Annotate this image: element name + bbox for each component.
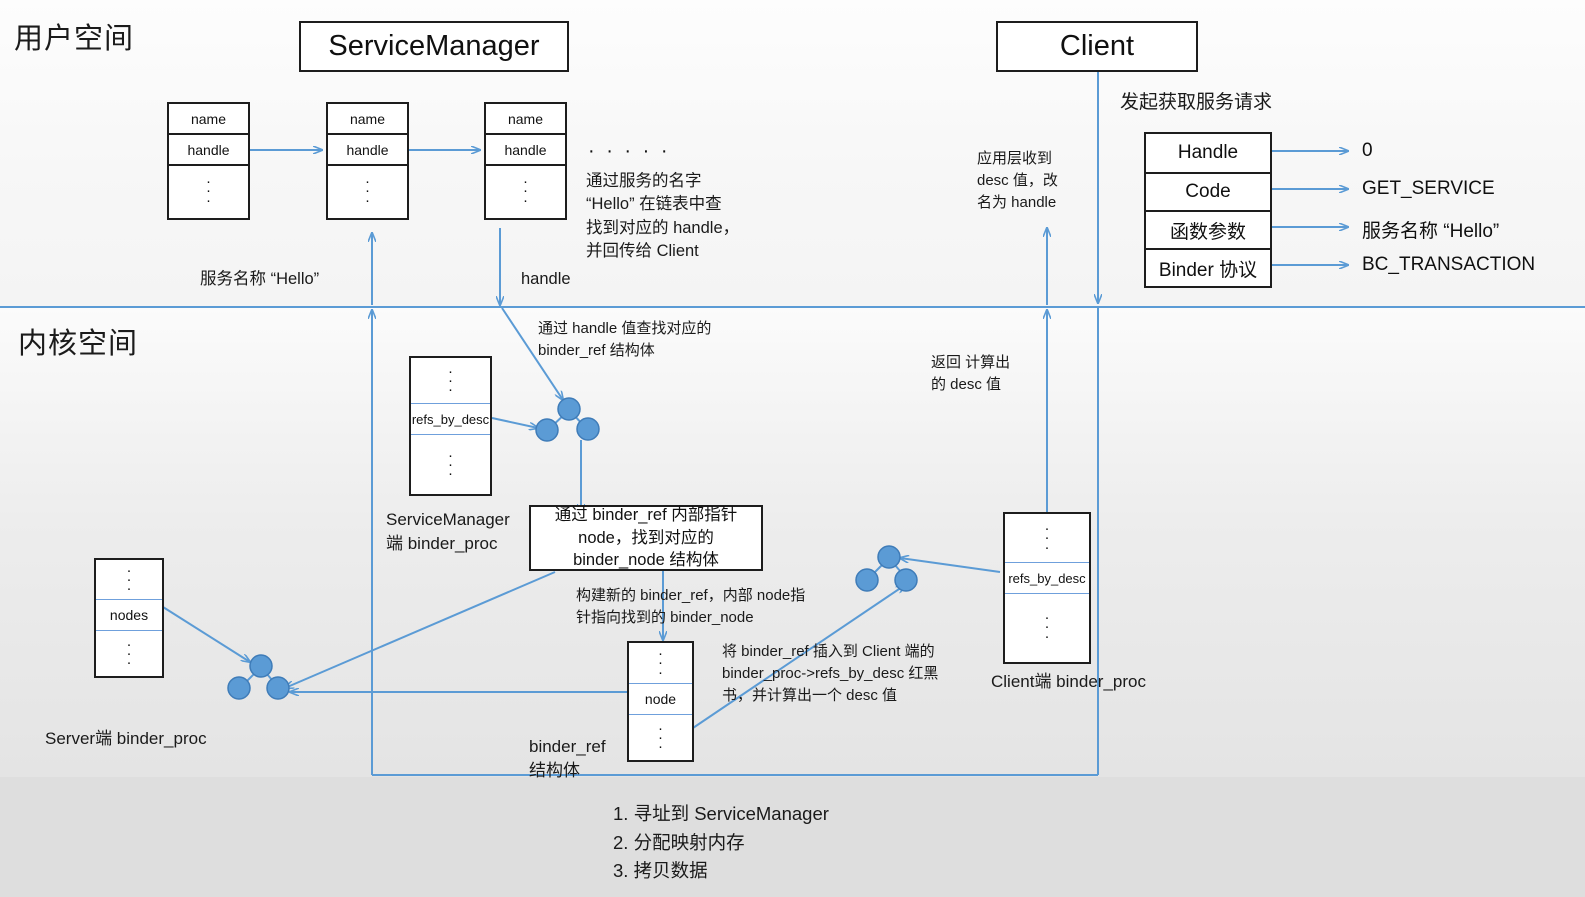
message-row-value: GET_SERVICE bbox=[1362, 178, 1495, 199]
svc-list-node: name handle ··· bbox=[326, 102, 409, 220]
svc-node-handle: handle bbox=[328, 135, 407, 166]
client-title: Client bbox=[996, 21, 1198, 72]
svc-node-ellipsis: ··· bbox=[365, 173, 370, 209]
note-build-new-ref: 构建新的 binder_ref，内部 node指 针指向找到的 binder_n… bbox=[576, 587, 806, 626]
sm-proc-refs-by-desc: refs_by_desc bbox=[411, 404, 490, 435]
note-app-layer-desc: 应用层收到 desc 值，改 名为 handle bbox=[977, 150, 1058, 211]
binder-ref-ellipsis-bottom: ··· bbox=[658, 719, 663, 756]
binder-ref-node-field: node bbox=[629, 684, 692, 715]
kernel-space-label: 内核空间 bbox=[18, 328, 139, 360]
svc-node-name: name bbox=[328, 104, 407, 135]
svc-list-node: name handle ··· bbox=[167, 102, 250, 220]
svc-node-handle: handle bbox=[169, 135, 248, 166]
note-insert-into-client: 将 binder_ref 插入到 Client 端的 binder_proc->… bbox=[722, 643, 939, 704]
bottom-band bbox=[0, 777, 1585, 897]
caption-server-binder-proc: Server端 binder_proc bbox=[45, 729, 207, 748]
server-binder-proc-box: ··· nodes ··· bbox=[94, 558, 164, 678]
note-service-name-hello: 服务名称 “Hello” bbox=[200, 270, 320, 288]
svc-node-name: name bbox=[169, 104, 248, 135]
step-box-find-binder-node: 通过 binder_ref 内部指针 node，找到对应的 binder_nod… bbox=[529, 505, 763, 571]
user-space-label: 用户空间 bbox=[14, 23, 135, 55]
sm-proc-ellipsis-top: ··· bbox=[411, 358, 490, 404]
client-proc-ellipsis-top: ··· bbox=[1005, 514, 1089, 563]
kernel-space-band bbox=[0, 307, 1585, 777]
message-row-value: BC_TRANSACTION bbox=[1362, 254, 1536, 275]
svc-node-ellipsis: ··· bbox=[523, 173, 528, 209]
user-space-band bbox=[0, 0, 1585, 307]
message-row-key: 函数参数 bbox=[1146, 210, 1270, 248]
message-row-value: 服务名称 “Hello” bbox=[1362, 221, 1500, 242]
server-proc-ellipsis-bottom: ··· bbox=[126, 635, 132, 672]
svc-node-ellipsis: ··· bbox=[206, 173, 211, 209]
sm-proc-ellipsis-bottom: ··· bbox=[448, 446, 453, 483]
message-row-value: 0 bbox=[1362, 140, 1373, 161]
svc-list-more-marker: · · · · · bbox=[588, 140, 671, 162]
note-lookup-binder-ref: 通过 handle 值查找对应的 binder_ref 结构体 bbox=[538, 320, 712, 359]
svc-node-name: name bbox=[486, 104, 565, 135]
client-proc-refs-by-desc: refs_by_desc bbox=[1005, 563, 1089, 594]
sm-binder-proc-box: ··· refs_by_desc ··· bbox=[409, 356, 492, 496]
note-return-desc: 返回 计算出 的 desc 值 bbox=[931, 354, 1011, 393]
caption-sm-binder-proc: ServiceManager 端 binder_proc bbox=[386, 510, 510, 553]
request-message-box: Handle Code 函数参数 Binder 协议 bbox=[1144, 132, 1272, 288]
caption-binder-ref-struct: binder_ref 结构体 bbox=[529, 737, 606, 780]
note-handle: handle bbox=[521, 270, 571, 288]
message-row-key: Handle bbox=[1177, 142, 1239, 163]
message-row-key: Code bbox=[1146, 172, 1270, 210]
caption-client-binder-proc: Client端 binder_proc bbox=[991, 672, 1146, 691]
server-proc-ellipsis-top: ··· bbox=[96, 560, 162, 600]
svc-node-handle: handle bbox=[486, 135, 565, 166]
server-proc-nodes: nodes bbox=[96, 600, 162, 631]
client-proc-ellipsis-bottom: ··· bbox=[1044, 609, 1050, 645]
note-lookup-by-name: 通过服务的名字 “Hello” 在链表中查 找到对应的 handle， 并回传给… bbox=[586, 172, 740, 261]
service-manager-title: ServiceManager bbox=[299, 21, 569, 72]
note-request-service: 发起获取服务请求 bbox=[1120, 92, 1273, 113]
binder-ref-box: ··· node ··· bbox=[627, 641, 694, 762]
client-binder-proc-box: ··· refs_by_desc ··· bbox=[1003, 512, 1091, 664]
message-row-key: Binder 协议 bbox=[1146, 248, 1270, 286]
bottom-steps-list: 1. 寻址到 ServiceManager 2. 分配映射内存 3. 拷贝数据 bbox=[613, 803, 829, 882]
binder-ref-ellipsis-top: ··· bbox=[629, 643, 692, 684]
svc-list-node: name handle ··· bbox=[484, 102, 567, 220]
